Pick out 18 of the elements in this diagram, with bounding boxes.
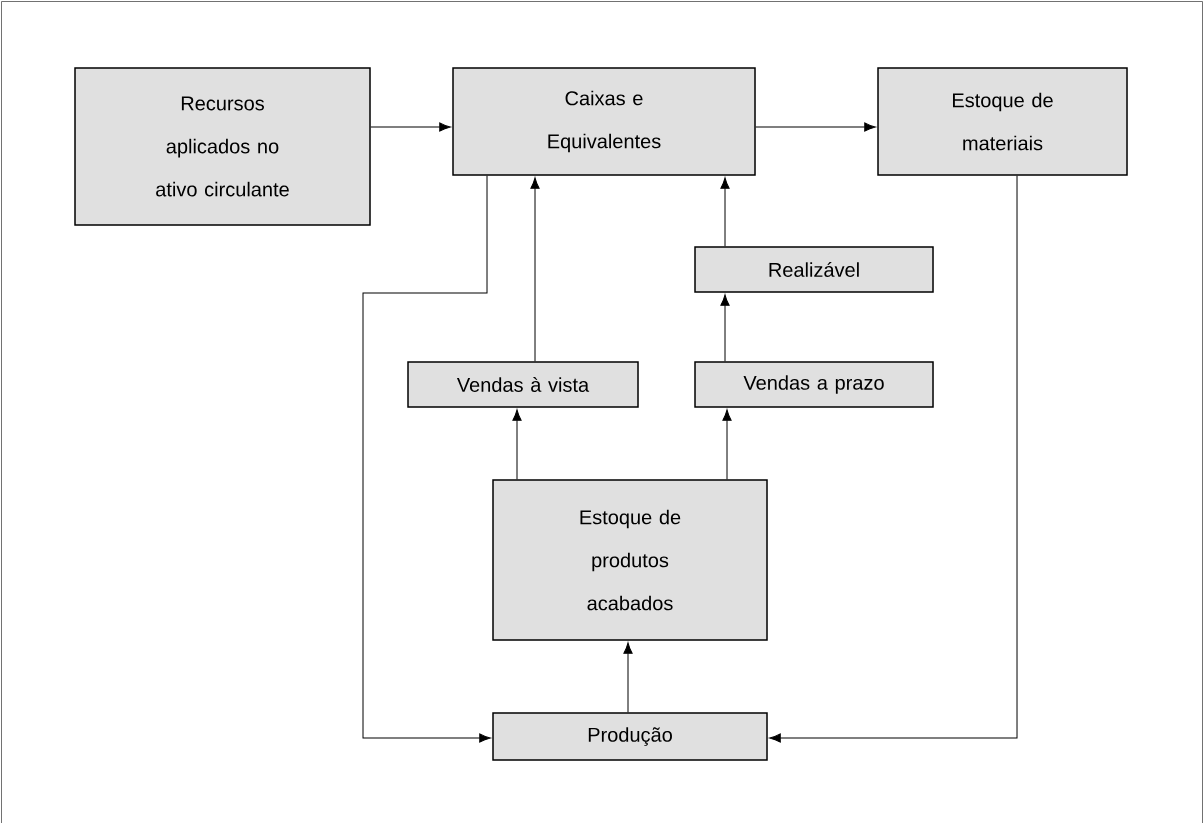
arrow [722, 409, 732, 480]
process-box: Produção [492, 712, 768, 761]
process-box: Estoque de materiais [877, 67, 1128, 176]
arrow [755, 122, 876, 132]
arrow [720, 177, 730, 247]
process-box: Vendas a prazo [694, 361, 934, 408]
process-box: Estoque de produtos acabados [492, 479, 768, 641]
arrow [720, 294, 730, 362]
process-box: Vendas à vista [407, 361, 639, 408]
arrow [512, 409, 522, 480]
process-box: Recursos aplicados no ativo circulante [74, 67, 371, 226]
arrow [370, 122, 451, 132]
arrow [362, 175, 491, 743]
process-box: Realizável [694, 246, 934, 293]
process-box: Caixas e Equivalentes [452, 67, 756, 176]
arrow [769, 175, 1018, 743]
arrow [623, 642, 633, 713]
arrow [530, 177, 540, 362]
